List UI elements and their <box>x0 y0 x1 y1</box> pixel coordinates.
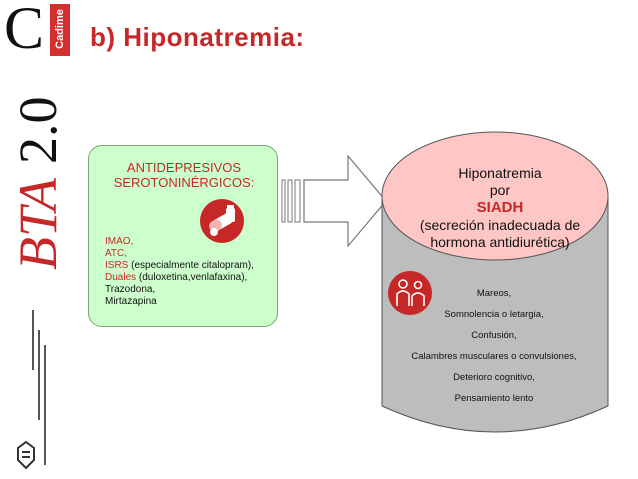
antidepressants-box: ANTIDEPRESIVOS SEROTONINÉRGICOS: IMAO, A… <box>88 145 278 327</box>
brand-name: BTA <box>8 178 68 270</box>
symptom-item: Pensamiento lento <box>454 393 534 404</box>
siadh-cylinder <box>381 131 609 433</box>
symptom-list: Mareos, Somnolencia o letargia, Confusió… <box>380 283 608 409</box>
drug-item: ISRS (especialmente citalopram), <box>105 260 254 271</box>
drug-item: Mirtazapina <box>105 296 157 307</box>
patients-icon <box>388 271 432 315</box>
brand-logo-vertical: BTA 2.0 <box>8 60 68 271</box>
cause-arrow <box>281 154 387 248</box>
antidepressants-title-line-1: ANTIDEPRESIVOS <box>126 160 242 175</box>
drug-item: IMAO, <box>105 236 134 247</box>
siadh-line-1: Hiponatremia <box>458 165 542 181</box>
antidepressants-title-line-2: SEROTONINÉRGICOS: <box>113 175 255 190</box>
drug-item: Trazodona, <box>105 284 156 295</box>
brand-strip <box>50 4 70 56</box>
sidebar-decoration-lines <box>30 300 52 475</box>
brand-strip-label: Cadime <box>54 9 66 49</box>
drug-item: ATC, <box>105 248 128 259</box>
drug-list: IMAO, ATC, ISRS (especialmente citalopra… <box>105 236 254 308</box>
antidepressants-title: ANTIDEPRESIVOS SEROTONINÉRGICOS: <box>89 160 279 190</box>
siadh-line-5: hormona antidiurética) <box>430 234 570 250</box>
symptom-item: Somnolencia o letargia, <box>444 309 544 320</box>
institution-logo-icon <box>17 440 35 470</box>
brand-sidebar: C Cadime BTA 2.0 <box>0 0 76 479</box>
symptom-item: Confusión, <box>471 330 517 341</box>
brand-letter: C <box>4 0 45 61</box>
siadh-header: Hiponatremia por SIADH (secreción inadec… <box>395 137 605 273</box>
brand-version: 2.0 <box>8 96 68 165</box>
siadh-line-2: por <box>489 182 511 198</box>
siadh-line-3: SIADH <box>476 199 524 216</box>
symptom-item: Mareos, <box>476 288 512 299</box>
page-title: b) Hiponatremia: <box>90 22 305 52</box>
symptom-item: Calambres musculares o convulsiones, <box>411 351 577 362</box>
symptom-item: Deterioro cognitivo, <box>453 372 535 383</box>
siadh-line-4: (secreción inadecuada de <box>419 217 581 233</box>
pills-icon <box>200 199 244 243</box>
drug-item: Duales (duloxetina,venlafaxina), <box>105 272 248 283</box>
